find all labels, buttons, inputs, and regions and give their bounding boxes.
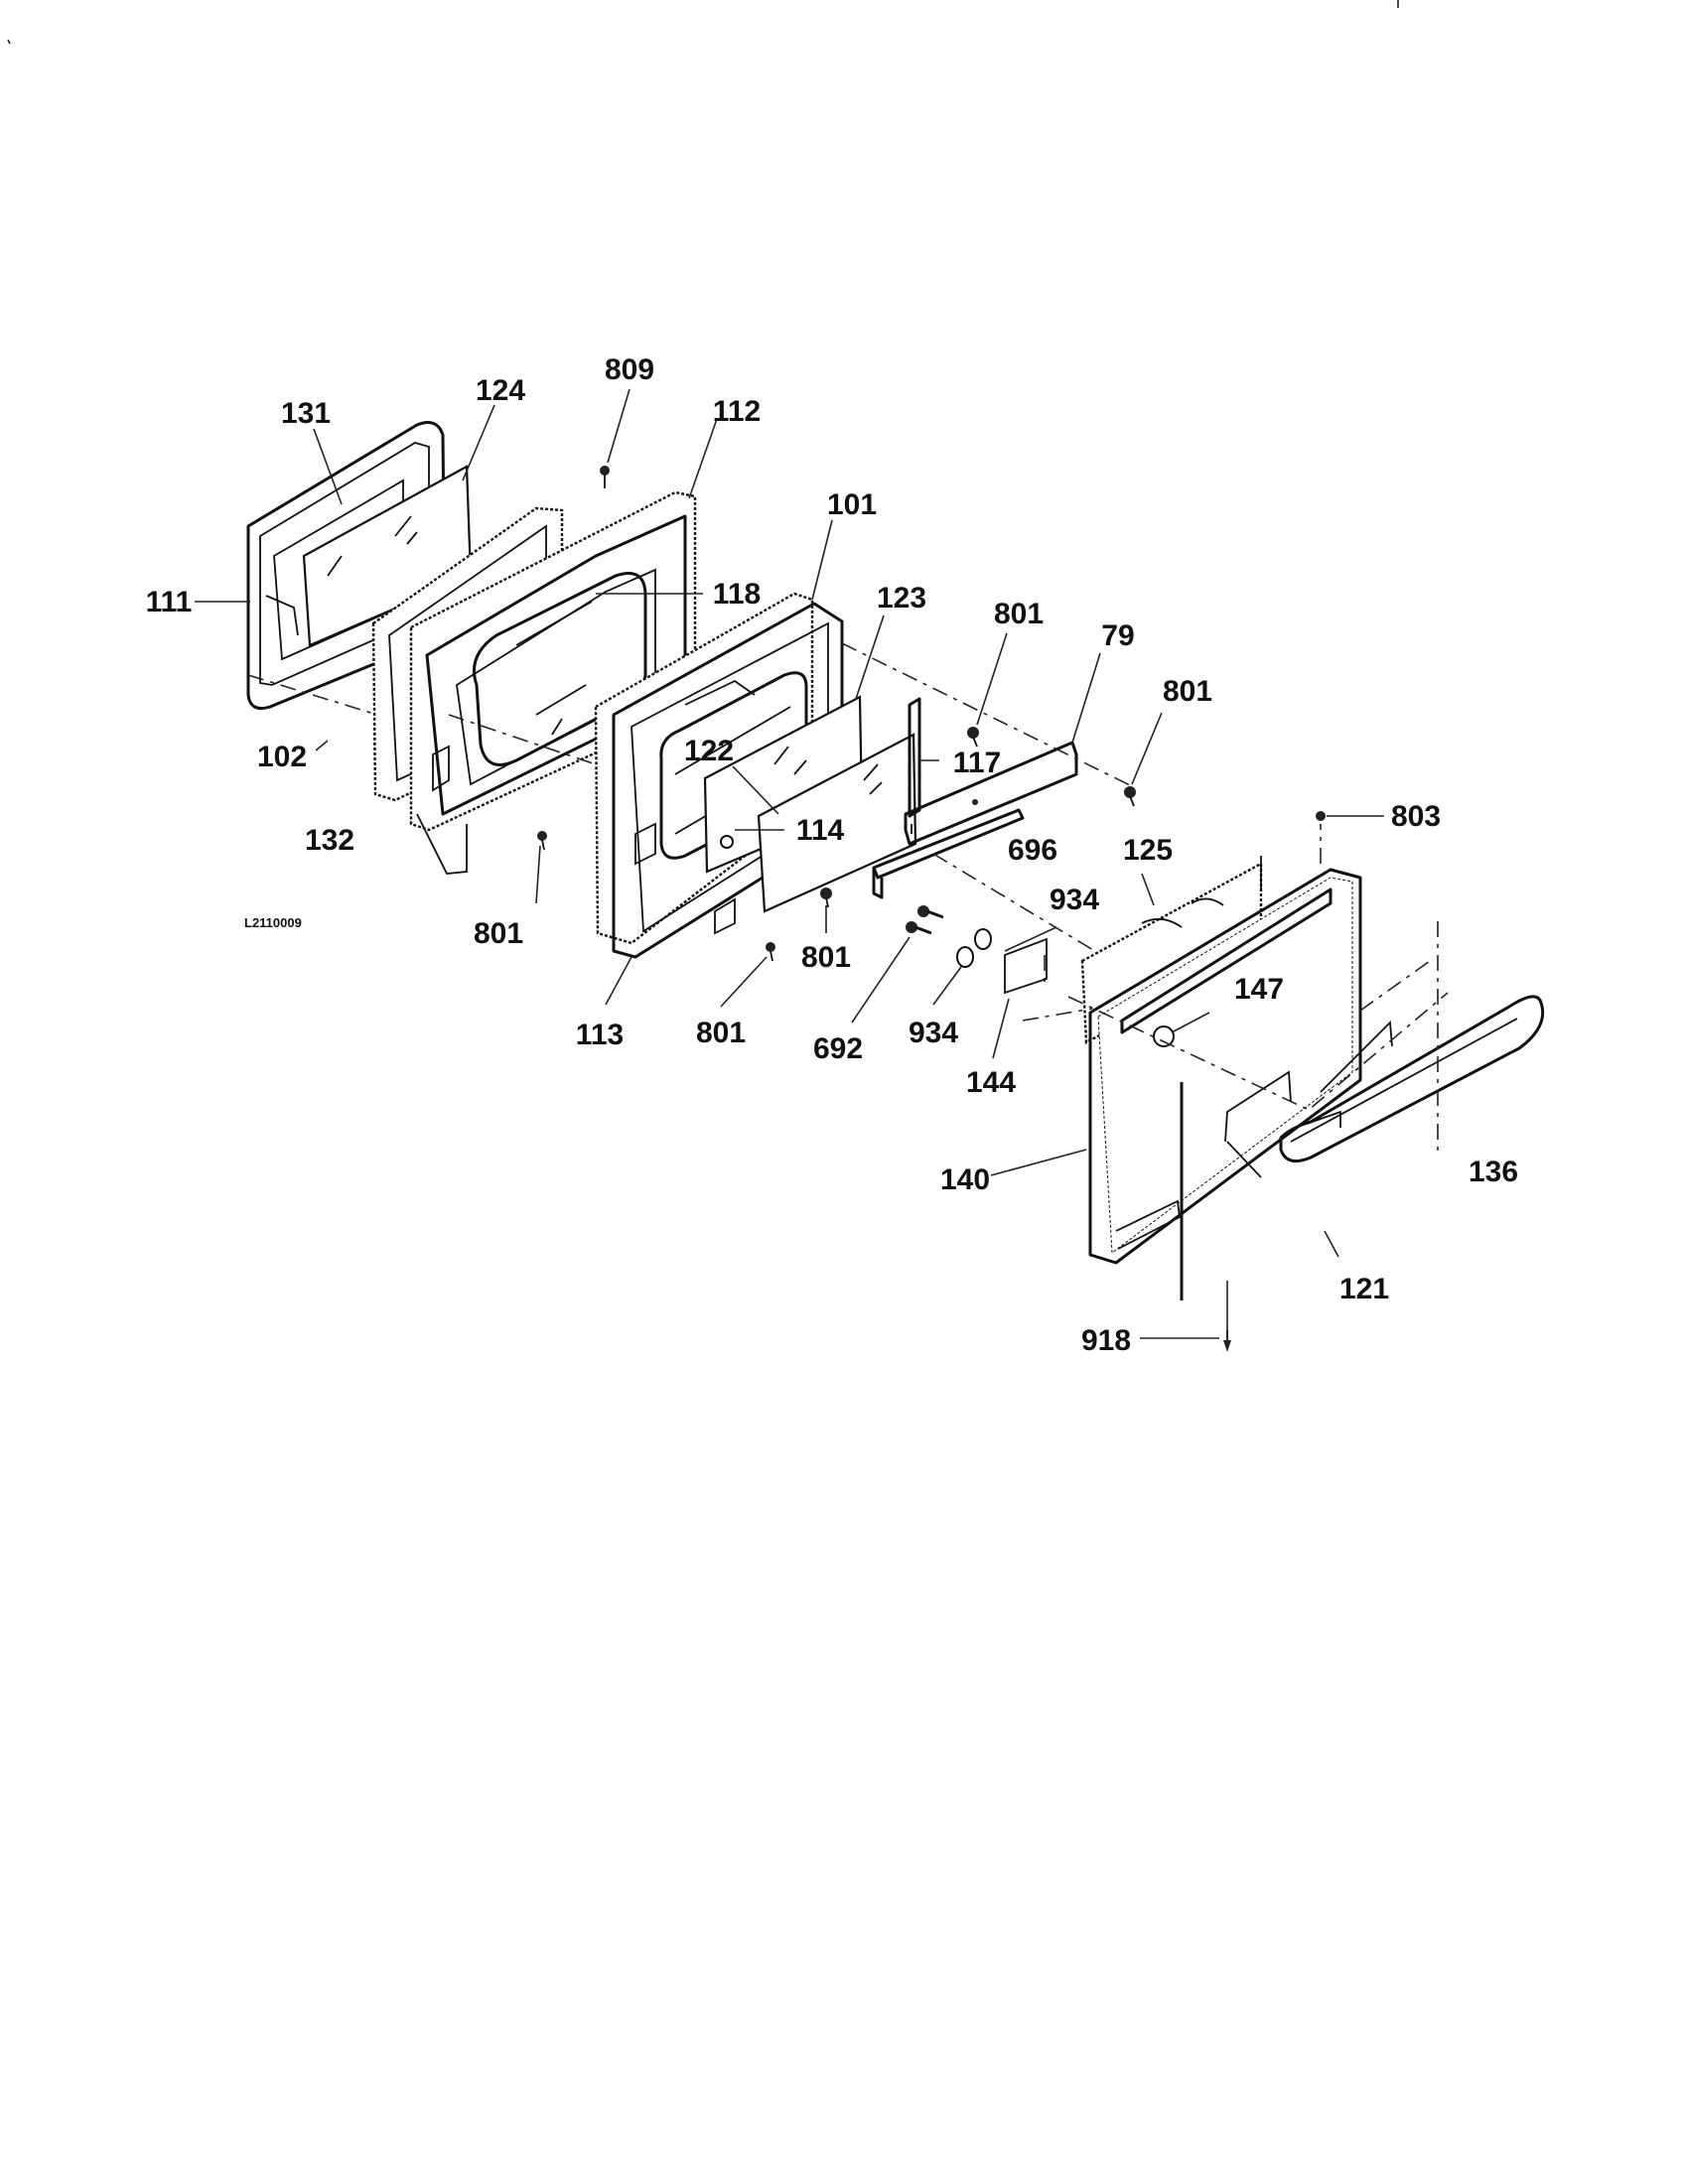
leader-101 (811, 519, 833, 601)
leader-140 (990, 1149, 1087, 1176)
leader-125 (1141, 873, 1155, 906)
glass-pane-122 (757, 733, 917, 913)
callout-111: 111 (146, 586, 193, 618)
callout-136: 136 (1469, 1156, 1518, 1188)
leader-801b (1131, 712, 1163, 785)
glass-clip-114 (720, 835, 734, 849)
leader-122 (732, 765, 779, 815)
callout-140: 140 (940, 1163, 990, 1196)
leader-801e (720, 956, 768, 1008)
callout-801-mid: 801 (801, 941, 851, 974)
callout-123: 123 (877, 582, 926, 614)
callout-131: 131 (281, 397, 331, 430)
leader-131 (313, 428, 343, 505)
callout-801-right: 801 (1163, 675, 1212, 708)
assembly-line-1 (247, 674, 378, 716)
page-corner-mark (7, 39, 11, 45)
inner-glass-121 (1224, 1020, 1393, 1178)
callout-114: 114 (796, 814, 845, 847)
leader-79 (1071, 652, 1101, 744)
leader-124 (462, 404, 495, 481)
bracket-117 (908, 697, 921, 834)
screw-692 (906, 905, 944, 935)
callout-803: 803 (1391, 800, 1441, 833)
washer-934 (956, 928, 992, 968)
leader-934b (932, 966, 962, 1006)
callout-918: 918 (1081, 1324, 1131, 1357)
screw-801-lower-left (537, 831, 547, 851)
callout-144: 144 (966, 1066, 1016, 1099)
leader-102 (315, 740, 329, 751)
screw-801-right (1124, 786, 1136, 807)
screw-803 (1316, 811, 1326, 821)
assembly-line-2 (448, 714, 597, 765)
callout-112: 112 (713, 395, 761, 428)
leader-692 (851, 936, 911, 1024)
callout-79: 79 (1101, 619, 1134, 652)
callout-117: 117 (953, 747, 1001, 779)
assembly-line-7 (1359, 960, 1431, 1012)
callout-113: 113 (576, 1019, 624, 1051)
assembly-line-4 (932, 853, 1099, 954)
callout-696: 696 (1008, 834, 1057, 867)
door-gasket-118 (473, 572, 647, 766)
leader-934a (1004, 926, 1057, 952)
assembly-line-6 (1022, 1008, 1093, 1022)
callout-692: 692 (813, 1032, 863, 1065)
callout-934-top: 934 (1050, 884, 1099, 916)
assembly-line-5 (1067, 992, 1449, 1111)
callout-934-bottom: 934 (909, 1017, 958, 1049)
callout-101: 101 (827, 488, 877, 521)
screw-801-bottom (766, 942, 775, 962)
callout-801-bottom: 801 (696, 1017, 746, 1049)
leader-801a (976, 632, 1008, 726)
callout-121: 121 (1339, 1273, 1389, 1305)
leader-147 (1171, 1012, 1210, 1033)
leader-123 (855, 614, 885, 700)
callout-801-left: 801 (474, 917, 523, 950)
screw-918 (1223, 1330, 1231, 1352)
screw-801-upper (967, 727, 979, 748)
leader-121 (1324, 1230, 1339, 1258)
screw-801-mid (820, 887, 832, 908)
callout-147: 147 (1234, 973, 1284, 1006)
drawing-number: L2110009 (244, 915, 302, 930)
vent-bracket-696 (872, 808, 1025, 899)
leader-113 (605, 956, 632, 1006)
callout-132: 132 (305, 824, 354, 857)
leader-809 (607, 388, 631, 464)
screw-809 (600, 466, 610, 488)
callout-125: 125 (1123, 834, 1173, 867)
callout-809: 809 (605, 353, 654, 386)
callout-124: 124 (476, 374, 525, 407)
callout-102: 102 (257, 741, 307, 773)
callout-801-upper: 801 (994, 598, 1044, 630)
spacer-144 (1004, 937, 1048, 995)
outer-door-frame-140 (1088, 868, 1362, 1265)
callout-118: 118 (713, 578, 761, 611)
door-handle-136 (1279, 995, 1545, 1163)
door-inner-frame (409, 490, 697, 875)
callout-122: 122 (684, 735, 734, 767)
leader-144 (992, 998, 1010, 1059)
leader-112 (688, 418, 718, 499)
leader-801c (535, 845, 541, 904)
insert-147 (1153, 1025, 1175, 1047)
assembly-line-3 (841, 642, 1133, 787)
